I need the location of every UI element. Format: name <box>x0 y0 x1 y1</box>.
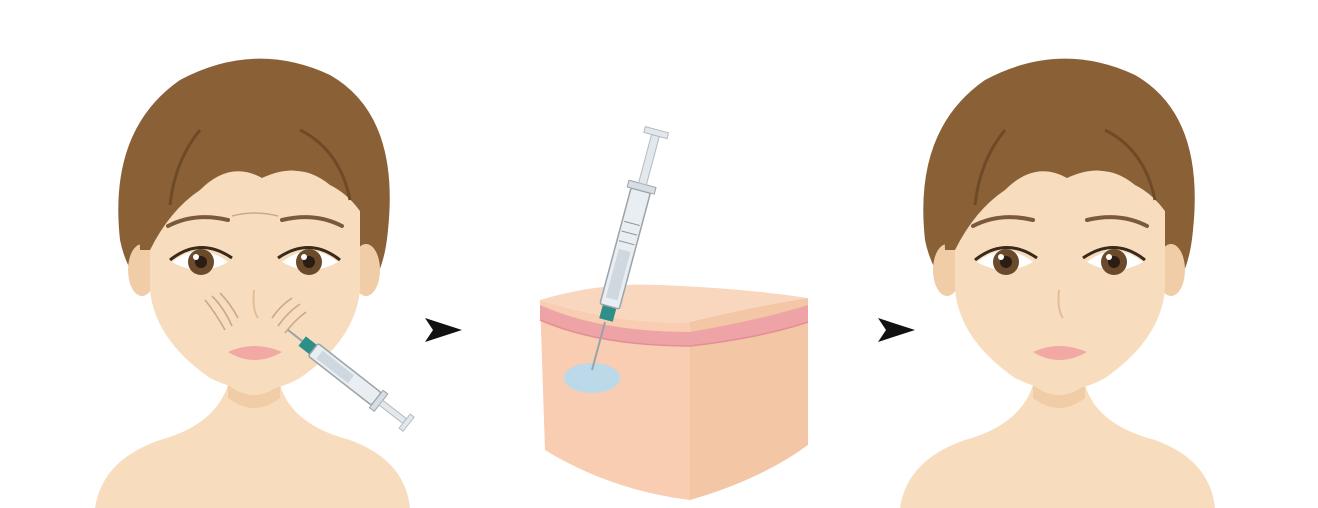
before-left-eye <box>169 246 233 275</box>
skin-block-right <box>690 298 808 500</box>
before-wrinkles <box>204 212 307 334</box>
before-right-eyebrow <box>280 215 344 228</box>
arrow-1-icon <box>425 318 462 342</box>
before-right-eye <box>277 246 341 275</box>
before-face <box>95 58 415 508</box>
after-face-skin <box>955 168 1165 390</box>
after-right-eyebrow <box>1085 215 1149 228</box>
filler-deposit <box>564 363 620 393</box>
dermis-band <box>540 305 808 346</box>
before-syringe <box>287 329 415 432</box>
after-shoulders <box>900 385 1215 508</box>
before-face-skin <box>150 168 360 390</box>
after-face <box>900 58 1215 508</box>
process-syringe <box>599 125 670 322</box>
after-left-eyebrow <box>971 215 1035 228</box>
skin-cross-section <box>539 125 809 500</box>
after-left-eye <box>974 246 1038 275</box>
before-left-ear <box>128 244 156 296</box>
after-right-eye <box>1082 246 1146 275</box>
after-left-ear <box>933 244 961 296</box>
before-lips <box>228 346 282 360</box>
skin-block-front <box>540 300 690 500</box>
after-lips <box>1033 346 1087 360</box>
arrow-2-icon <box>878 318 915 342</box>
before-shoulders <box>95 385 410 508</box>
before-left-eyebrow <box>166 215 230 228</box>
